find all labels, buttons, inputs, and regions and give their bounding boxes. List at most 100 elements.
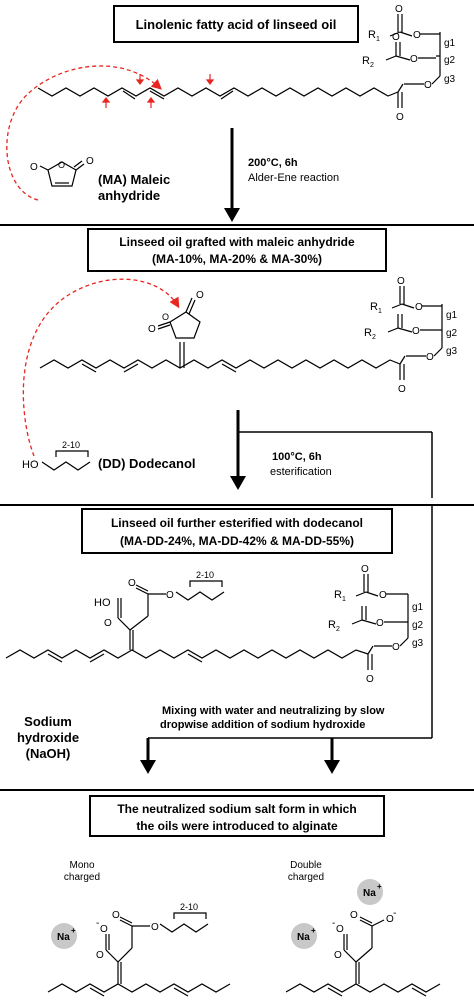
svg-text:Na: Na [297, 932, 310, 943]
section-2: Linseed oil grafted with maleic anhydrid… [22, 228, 458, 498]
svg-text:2: 2 [336, 626, 340, 633]
svg-text:2: 2 [372, 334, 376, 341]
step1-cond: 200°C, 6h [248, 157, 298, 169]
svg-text:O: O [395, 4, 403, 15]
svg-text:O: O [379, 590, 387, 601]
svg-text:O: O [398, 384, 406, 395]
svg-text:2: 2 [370, 62, 374, 69]
r-labels-3: R 1 R 2 g1 g2 g3 [328, 589, 424, 649]
title-box-4 [89, 795, 385, 837]
svg-text:O: O [100, 924, 108, 935]
svg-text:O: O [151, 922, 159, 933]
title-2-line1: Linseed oil grafted with maleic anhydrid… [119, 235, 355, 249]
double-structure [285, 916, 441, 997]
naoh-line2: hydroxide [17, 730, 79, 745]
svg-text:g3: g3 [412, 638, 424, 649]
svg-text:2-10: 2-10 [62, 440, 80, 450]
svg-text:O: O [366, 674, 374, 685]
step2-name: esterification [270, 466, 332, 478]
svg-text:O: O [128, 578, 136, 589]
svg-text:1: 1 [376, 36, 380, 43]
naoh-line1: Sodium [24, 714, 72, 729]
svg-text:HO: HO [22, 459, 39, 471]
svg-text:R: R [334, 589, 342, 601]
svg-text:O: O [392, 642, 400, 653]
svg-text:+: + [71, 926, 76, 935]
title-2-line2: (MA-10%, MA-20% & MA-30%) [152, 252, 322, 266]
svg-text:O: O [96, 950, 104, 961]
svg-text:O: O [396, 112, 404, 123]
svg-text:R: R [364, 327, 372, 339]
fatty-chain-1 [37, 87, 399, 97]
r-labels-2: R 1 R 2 g1 g2 g3 [364, 301, 458, 357]
svg-text:-: - [332, 918, 335, 929]
section-1: Linolenic fatty acid of linseed oil [6, 4, 456, 222]
double-label-2: charged [288, 872, 324, 883]
svg-text:g2: g2 [446, 328, 458, 339]
acid-ester-branch [117, 580, 225, 650]
svg-text:O: O [104, 618, 112, 629]
title-4-line2: the oils were introduced to alginate [136, 819, 338, 833]
svg-text:1: 1 [378, 308, 382, 315]
double-label-1: Double [290, 860, 322, 871]
r-labels-1: R 1 R 2 g1 g2 g3 [362, 29, 456, 85]
maleic-anhydride [39, 160, 85, 187]
title-3-line2: (MA-DD-24%, MA-DD-42% & MA-DD-55%) [120, 534, 354, 548]
svg-text:2-10: 2-10 [180, 902, 198, 912]
svg-text:-: - [96, 918, 99, 929]
svg-text:O: O [386, 914, 394, 925]
dd-label: (DD) Dodecanol [98, 456, 196, 471]
fatty-chain-3 [5, 649, 369, 659]
triglyceride-2 [387, 286, 443, 380]
svg-text:O: O [162, 312, 169, 322]
title-3-line1: Linseed oil further esterified with dode… [111, 516, 363, 530]
svg-text:-: - [393, 908, 396, 919]
succinic-ring [157, 297, 201, 368]
svg-text:O: O [415, 302, 423, 313]
svg-text:O: O [424, 80, 432, 91]
step2-cond: 100°C, 6h [272, 451, 322, 463]
ma-label-line1: (MA) Maleic [98, 172, 170, 187]
svg-text:g3: g3 [444, 74, 456, 85]
svg-text:g2: g2 [444, 55, 456, 66]
svg-text:O: O [397, 276, 405, 287]
na-ion-mono [51, 923, 77, 949]
svg-text:R: R [370, 301, 378, 313]
step3-line2: dropwise addition of sodium hydroxide [160, 719, 365, 731]
svg-text:O: O [426, 352, 434, 363]
svg-text:O: O [86, 156, 94, 167]
svg-text:+: + [377, 882, 382, 891]
svg-text:O: O [334, 950, 342, 961]
svg-text:1: 1 [342, 596, 346, 603]
svg-text:O: O [376, 618, 384, 629]
svg-text:O: O [112, 910, 120, 921]
title-4-line1: The neutralized sodium salt form in whic… [117, 802, 356, 816]
na-ion-double-2 [291, 923, 317, 949]
svg-text:R: R [368, 29, 376, 41]
triglyceride-1 [385, 14, 441, 108]
na-ion-double-1 [357, 879, 383, 905]
svg-text:O: O [412, 326, 420, 337]
mono-label-2: charged [64, 872, 100, 883]
section-3: Linseed oil further esterified with dode… [5, 505, 433, 774]
svg-text:g2: g2 [412, 620, 424, 631]
svg-text:Na: Na [363, 888, 376, 899]
step3-line1: Mixing with water and neutralizing by sl… [162, 705, 385, 717]
mono-label-1: Mono [69, 860, 94, 871]
svg-text:O: O [58, 160, 65, 170]
naoh-line3: (NaOH) [26, 746, 71, 761]
svg-text:R: R [328, 619, 336, 631]
svg-text:+: + [311, 926, 316, 935]
title-box-2 [87, 228, 387, 272]
svg-text:HO: HO [94, 597, 111, 609]
red-dashed-path-1 [6, 65, 162, 201]
svg-text:O: O [413, 30, 421, 41]
svg-text:O: O [336, 924, 344, 935]
svg-text:O: O [166, 590, 174, 601]
ma-label-line2: anhydride [98, 188, 160, 203]
title-1: Linolenic fatty acid of linseed oil [136, 17, 337, 32]
section-4: The neutralized sodium salt form in whic… [47, 795, 441, 997]
fatty-chain-2 [39, 359, 401, 369]
